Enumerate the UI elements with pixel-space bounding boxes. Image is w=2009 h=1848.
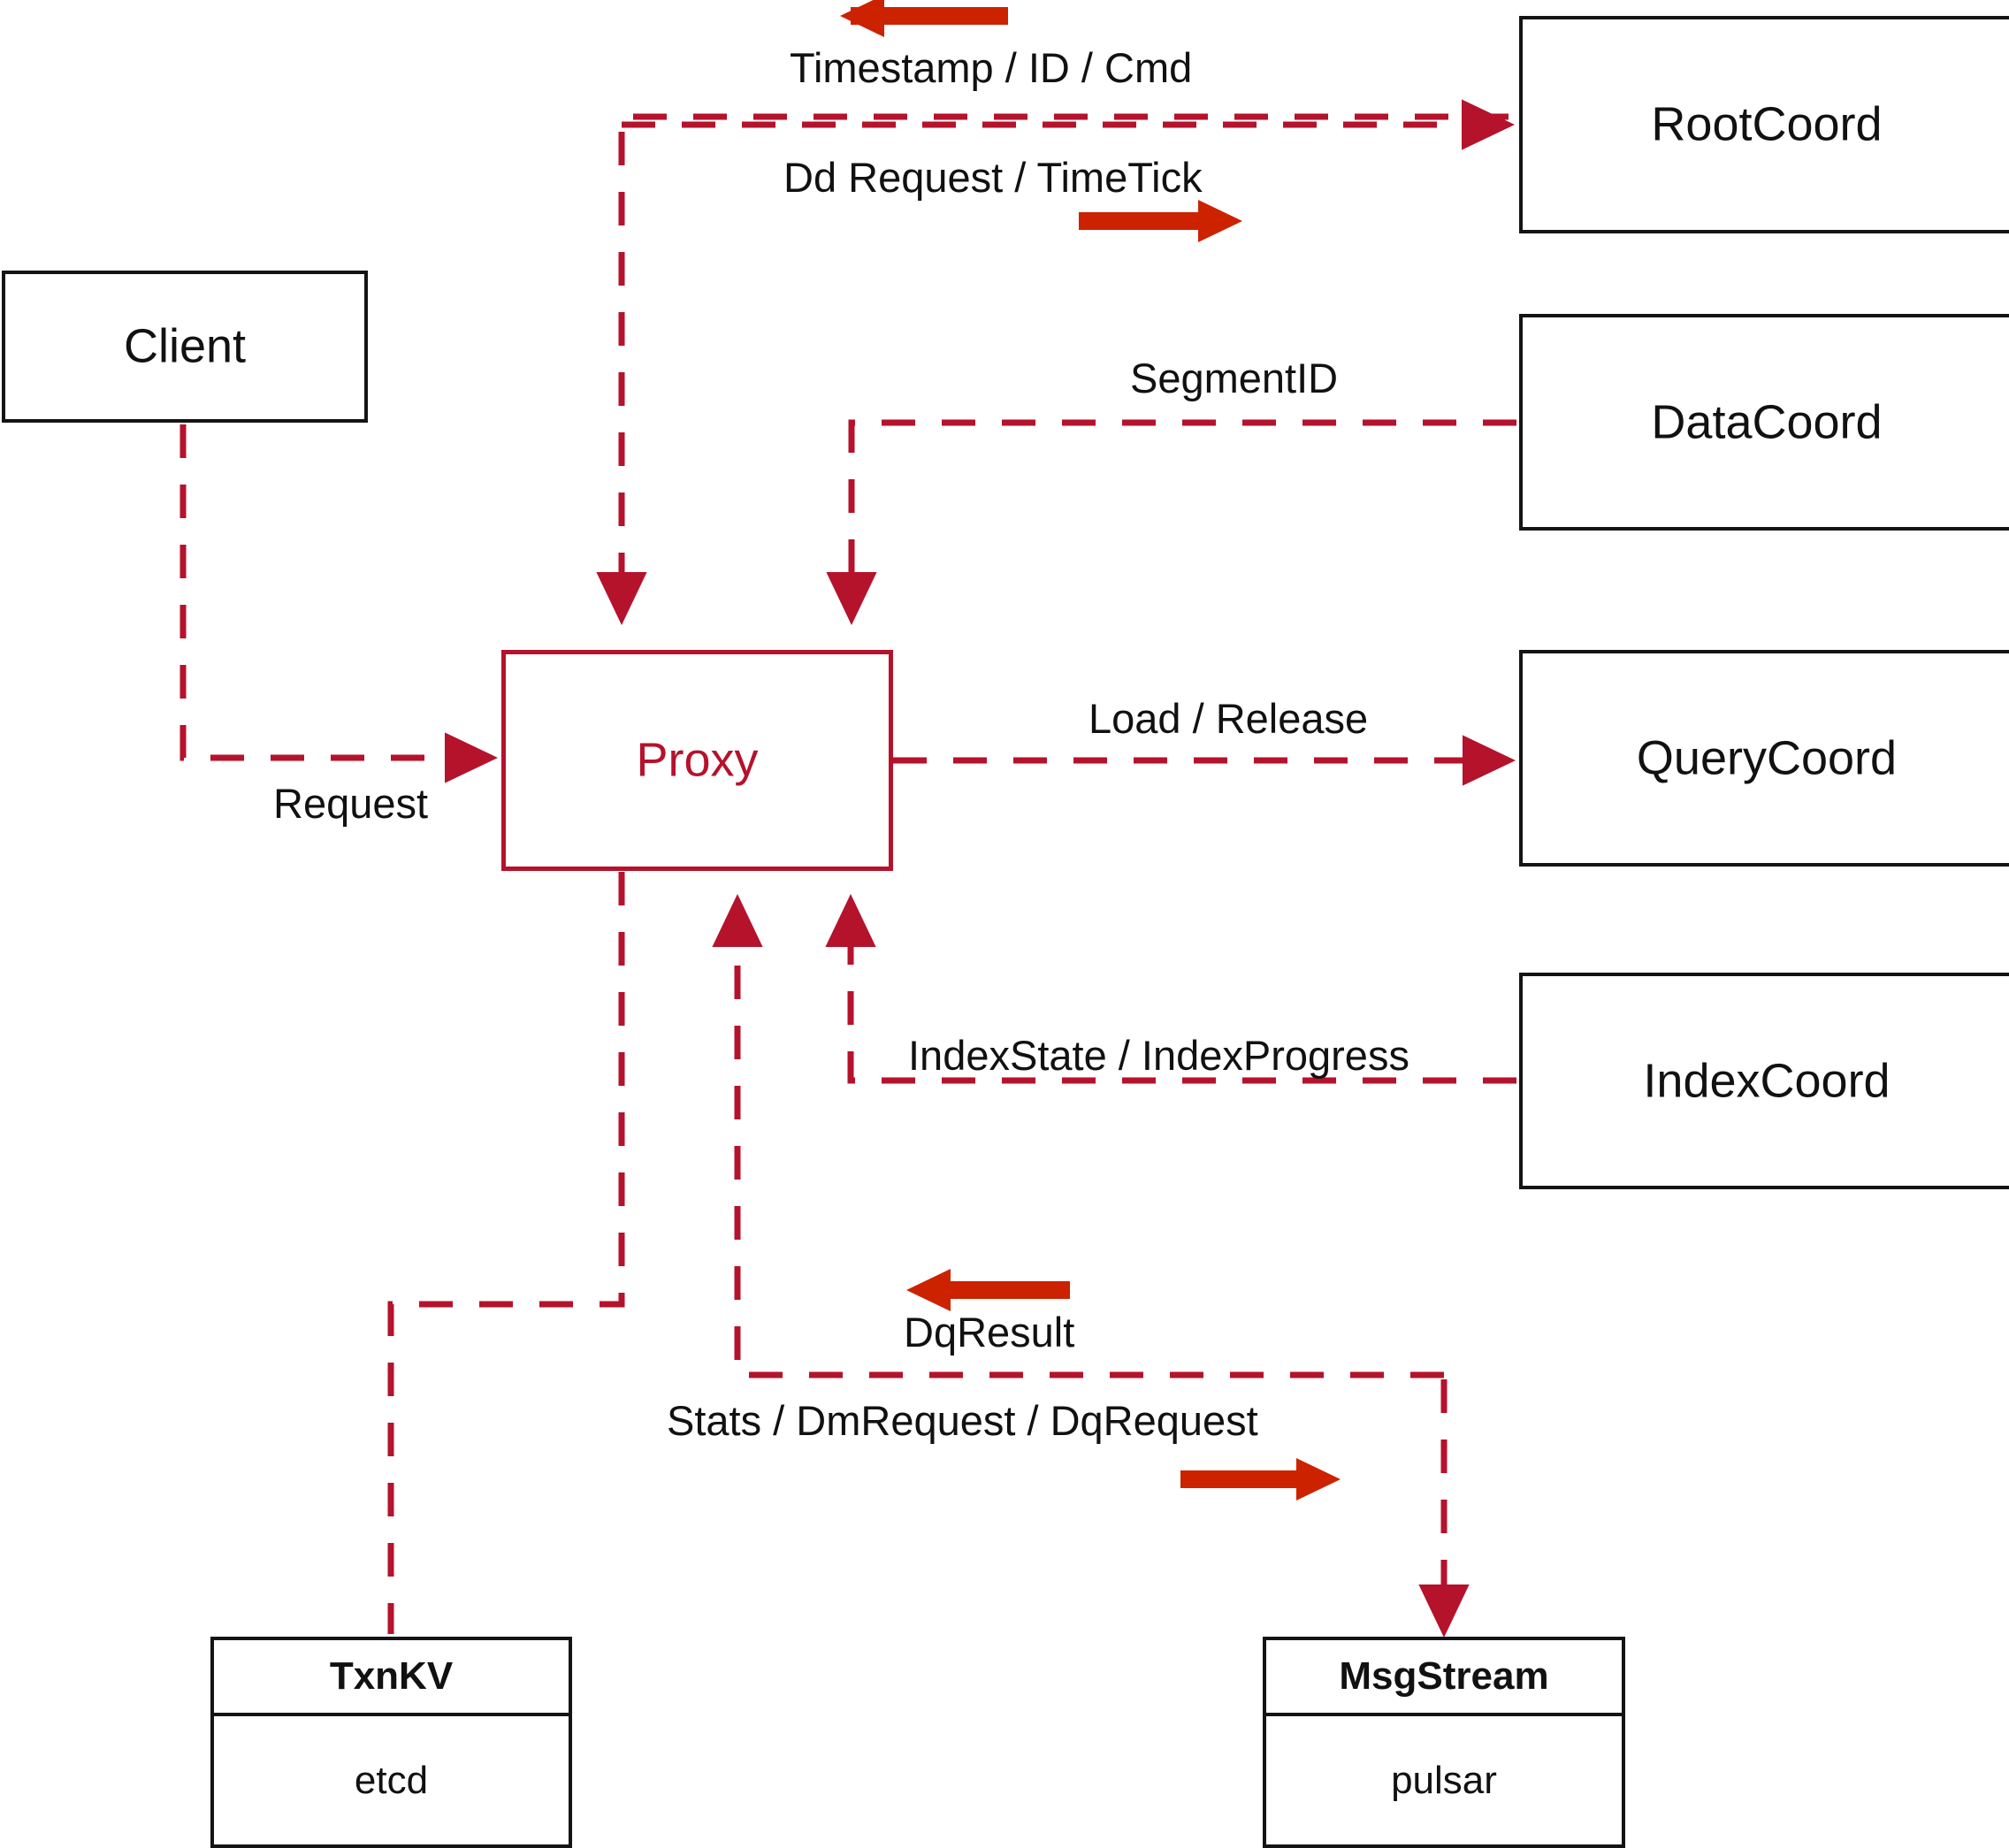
accent-arrow-group xyxy=(840,0,1341,1501)
wire-indexcoord-to-proxy xyxy=(825,893,1516,1084)
node-proxy-label: Proxy xyxy=(636,733,759,787)
node-rootcoord-label: RootCoord xyxy=(1651,97,1883,151)
accent-dd-request-arrow xyxy=(1079,200,1242,242)
accent-dqresult-arrow xyxy=(906,1269,1070,1311)
edge-label-dd-request-timetick: Dd Request / TimeTick xyxy=(783,154,1203,201)
accent-timestamp-arrow xyxy=(840,0,1008,37)
wire-msgstream-to-proxy xyxy=(712,893,1444,1378)
edge-label-timestamp-id-cmd: Timestamp / ID / Cmd xyxy=(790,44,1193,91)
node-indexcoord[interactable]: IndexCoord xyxy=(1519,973,2009,1189)
edge-label-stats-dmrequest-dqrequest: Stats / DmRequest / DqRequest xyxy=(667,1397,1258,1444)
wire-client-to-proxy xyxy=(180,424,499,783)
node-client[interactable]: Client xyxy=(2,271,368,423)
wire-rootcoord-to-proxy xyxy=(596,113,1509,626)
node-txnkv-header: TxnKV xyxy=(214,1640,569,1716)
node-indexcoord-label: IndexCoord xyxy=(1643,1054,1891,1108)
node-txnkv-body: etcd xyxy=(354,1758,429,1802)
edge-label-request: Request xyxy=(273,780,429,827)
node-rootcoord[interactable]: RootCoord xyxy=(1519,16,2009,233)
edge-label-segmentid: SegmentID xyxy=(1130,355,1339,401)
node-datacoord-label: DataCoord xyxy=(1651,395,1883,449)
edge-label-dqresult: DqResult xyxy=(904,1309,1075,1355)
edge-label-indexstate-indexprogress: IndexState / IndexProgress xyxy=(908,1032,1409,1079)
node-msgstream-body: pulsar xyxy=(1391,1758,1497,1802)
wire-proxy-to-txnkv xyxy=(387,872,625,1634)
node-msgstream[interactable]: MsgStream pulsar xyxy=(1263,1637,1625,1848)
node-msgstream-header: MsgStream xyxy=(1266,1640,1622,1716)
node-querycoord-label: QueryCoord xyxy=(1636,731,1898,785)
node-client-label: Client xyxy=(123,319,247,373)
wire-datacoord-to-proxy xyxy=(826,419,1516,626)
node-querycoord[interactable]: QueryCoord xyxy=(1519,650,2009,867)
accent-stats-arrow xyxy=(1180,1458,1341,1501)
node-txnkv[interactable]: TxnKV etcd xyxy=(210,1637,572,1848)
edge-label-load-release: Load / Release xyxy=(1089,695,1369,742)
node-proxy[interactable]: Proxy xyxy=(501,650,893,871)
node-datacoord[interactable]: DataCoord xyxy=(1519,314,2009,531)
